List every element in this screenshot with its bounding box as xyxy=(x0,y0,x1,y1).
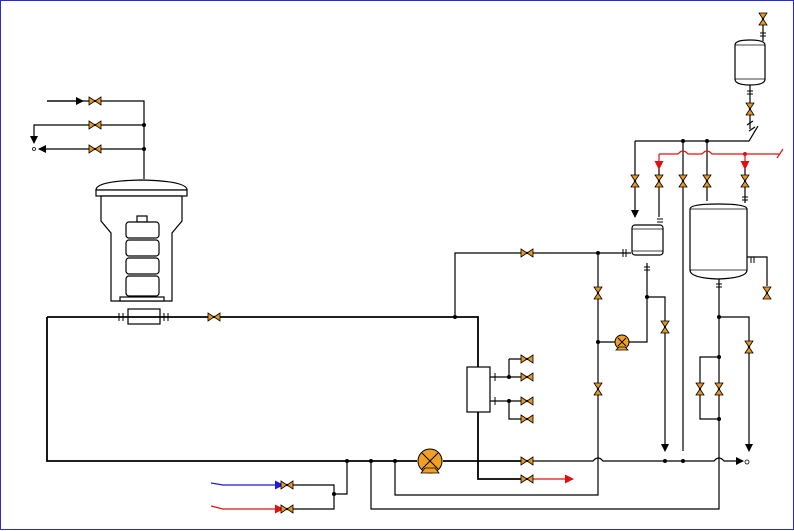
valve[interactable] xyxy=(758,12,768,26)
main-circulation-loop xyxy=(46,313,522,480)
valve[interactable] xyxy=(678,174,688,188)
valve[interactable] xyxy=(714,382,724,396)
valve[interactable] xyxy=(630,174,640,188)
valve[interactable] xyxy=(762,286,772,300)
valve[interactable] xyxy=(520,354,534,364)
valve[interactable] xyxy=(207,312,221,322)
valve[interactable] xyxy=(280,480,294,490)
overhead-header xyxy=(631,120,759,451)
valve[interactable] xyxy=(745,102,755,116)
valve[interactable] xyxy=(740,174,750,188)
valve[interactable] xyxy=(88,144,102,154)
reactor-feed-lines xyxy=(30,97,146,179)
utility-inlets xyxy=(210,461,348,514)
valve[interactable] xyxy=(520,396,534,406)
valve[interactable] xyxy=(520,372,534,382)
valve[interactable] xyxy=(520,474,534,484)
valve[interactable] xyxy=(593,382,603,396)
valve[interactable] xyxy=(660,320,670,334)
return-lines xyxy=(370,253,750,510)
valve[interactable] xyxy=(280,504,294,514)
large-tank[interactable] xyxy=(689,203,768,286)
valve[interactable] xyxy=(520,456,534,466)
valve[interactable] xyxy=(744,340,754,354)
valves xyxy=(88,12,772,514)
valve[interactable] xyxy=(88,96,102,106)
main-pump[interactable] xyxy=(417,448,443,474)
valve[interactable] xyxy=(695,382,705,396)
valve[interactable] xyxy=(593,286,603,300)
valve[interactable] xyxy=(654,174,664,188)
reactor-vessel[interactable] xyxy=(95,179,188,325)
heat-exchanger[interactable] xyxy=(466,358,529,420)
small-tank[interactable] xyxy=(631,224,664,256)
valve[interactable] xyxy=(520,248,534,258)
valve[interactable] xyxy=(88,120,102,130)
valve[interactable] xyxy=(702,174,712,188)
small-pump[interactable] xyxy=(614,334,630,351)
large-tank-drain xyxy=(699,279,753,452)
valve[interactable] xyxy=(520,414,534,424)
flange-marks xyxy=(622,32,766,288)
small-tank-piping xyxy=(454,251,669,452)
